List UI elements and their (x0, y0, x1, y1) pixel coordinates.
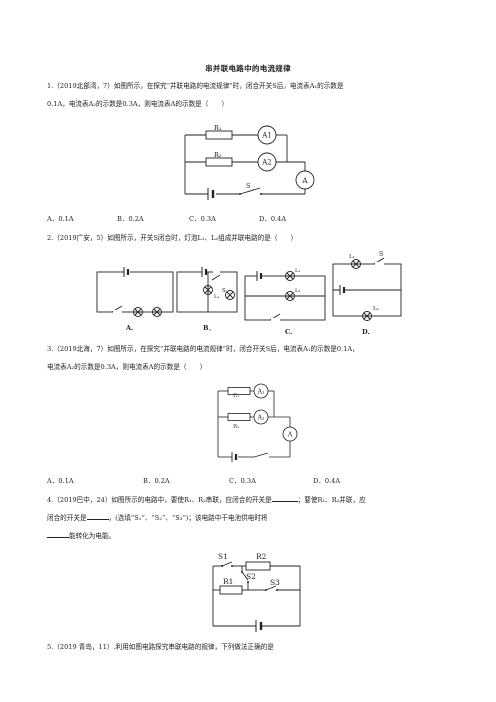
q2-figure-label-b: B． (203, 324, 215, 332)
q3-text-line1: 3.（2019北海，7）如图所示，在探究“并联电路的电流规律”时，闭合开关S后，… (47, 345, 359, 353)
q2-figure-label-a: A. (125, 324, 133, 332)
q4-text-line2: 闭合的开关是，(选填“S₁”、“S₂”、“S₃”)；该电路中干电池供电时将 (47, 513, 268, 522)
q2-c-label-l1: L₁ (295, 268, 300, 274)
q3-label-a2: A₂ (257, 415, 265, 422)
q4-circuit-diagram: S1 R2 R1 S2 S3 (212, 552, 301, 632)
q4-label-s2: S2 (246, 572, 256, 581)
page-title: 串并联电路中的电流规律 (205, 64, 291, 73)
q3-label-a: A (287, 431, 293, 439)
q4-answer-blank-series[interactable] (271, 495, 298, 502)
q3-options: A．0.1A B．0.2A C．0.3A D．0.4A (47, 475, 340, 485)
q4-answer-blank-energy[interactable] (47, 531, 69, 538)
q2-c-label-l2: L₂ (295, 288, 300, 294)
q5-text-line1: 5.（2019 青岛，11）.利用如图电路探究串联电路的规律，下列做法正确的是 (47, 643, 274, 651)
q2-d-label-l2: L₂ (373, 306, 379, 312)
q3-option-c[interactable]: C．0.3A (229, 477, 256, 485)
q2-circuit-diagrams: S L₁ L₁ L₂ L₁ S L₂ A. B． C. D. (96, 251, 402, 336)
q1-label-r2: R₂ (214, 151, 222, 159)
q4-label-s3: S3 (270, 578, 280, 587)
q1-option-c[interactable]: C．0.3A (189, 215, 216, 223)
q1-options: A．0.1A B．0.2A C．0.3A D．0.4A (47, 213, 286, 223)
q3-label-r1: R₁ (233, 393, 239, 399)
q3-label-a1: A₁ (257, 389, 265, 396)
q1-label-s: S (246, 182, 250, 190)
q1-text-line2: 0.1A，电流表A₂的示数是0.3A，则电流表A的示数是（ ） (47, 100, 229, 108)
q4-text-line3: 能转化为电能。 (47, 531, 115, 541)
q2-b-label-l1: L₁ (214, 294, 219, 300)
q2-d-label-s: S (379, 251, 383, 258)
q3-text-line2: 电流表A₂的示数是0.3A，则电流表A的示数是（ ） (47, 363, 207, 371)
q1-text-line1: 1.（2019北部湾，7）如图所示，在探究“并联电路的电流规律”时，闭合开关S后… (47, 82, 344, 90)
q4-text-line1: 4.（2019巴中，24）如图所示的电路中，要使R₁、R₂串联，应闭合的开关是；… (47, 495, 366, 504)
q4-answer-blank-parallel[interactable] (86, 513, 109, 520)
q1-option-d[interactable]: D．0.4A (259, 215, 287, 223)
q2-figure-label-d: D. (362, 328, 370, 336)
q1-option-b[interactable]: B．0.2A (117, 215, 144, 223)
q1-label-r1: R₁ (214, 124, 222, 132)
q2-figure-label-c: C. (285, 328, 292, 336)
q1-label-a1: A1 (261, 132, 272, 140)
q2-d-label-l1: L₁ (349, 254, 355, 260)
q1-label-a: A (301, 176, 308, 185)
q1-label-a2: A2 (261, 159, 272, 167)
q3-option-a[interactable]: A．0.1A (47, 477, 74, 485)
q3-label-r2: R₂ (233, 424, 239, 430)
q2-text-line1: 2.（2019广安，5）如图所示，开关S闭合时，灯泡L₁、L₂组成并联电路的是（… (47, 234, 298, 242)
q4-label-r1: R1 (223, 577, 233, 586)
q2-b-label-s: S (222, 288, 226, 294)
q4-label-r2: R2 (256, 552, 267, 561)
q1-circuit-diagram: R₁ R₂ A1 A2 A S (184, 124, 315, 200)
q3-option-b[interactable]: B．0.2A (143, 477, 170, 485)
q4-label-s1: S1 (218, 552, 228, 561)
q3-option-d[interactable]: D．0.4A (313, 477, 341, 485)
q1-option-a[interactable]: A．0.1A (47, 215, 74, 223)
q3-circuit-diagram: R₁ R₂ A₁ A₂ A (217, 383, 298, 462)
